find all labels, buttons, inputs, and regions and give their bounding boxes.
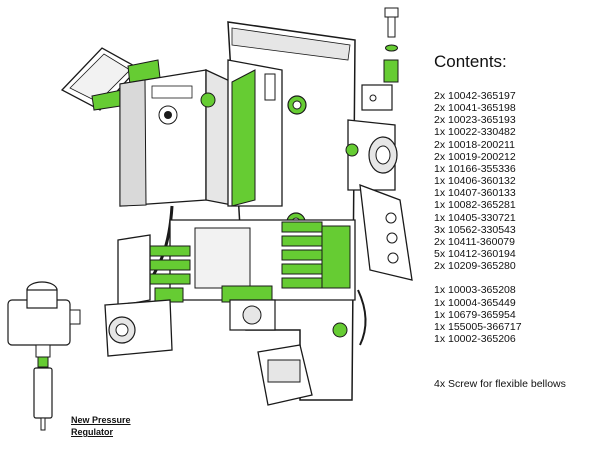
part-item: 2x 10209-365280 [434, 260, 516, 273]
part-item: 1x 10004-365449 [434, 296, 516, 309]
part-item: 1x 10082-365281 [434, 199, 516, 212]
part-item: 2x 10041-365198 [434, 102, 516, 115]
part-item: 1x 10022-330482 [434, 126, 516, 139]
part-item: 2x 10023-365193 [434, 114, 516, 127]
top-bolt [383, 7, 399, 83]
bottom-connector [229, 289, 367, 406]
part-item: 2x 10042-365197 [434, 90, 516, 102]
left-valve-block [119, 59, 283, 207]
part-item: 1x 155005-366717 [434, 320, 522, 333]
contents-title: Contents: [434, 52, 507, 71]
part-item: 2x 10018-200211 [434, 138, 515, 151]
valve-manifold [117, 219, 356, 307]
new-pressure-regulator-label: New Pressure Regulator [71, 414, 131, 438]
part-item: 1x 10003-365208 [434, 284, 516, 297]
bellows-screw-note: 4x Screw for flexible bellows [434, 378, 566, 390]
part-item: 1x 10407-360133 [434, 187, 516, 200]
left-plug [104, 299, 173, 357]
part-item: 1x 10406-360132 [434, 175, 516, 188]
part-item: 2x 10411-360079 [434, 235, 515, 248]
regulator-label-line2: Regulator [71, 427, 114, 437]
regulator-label-line1: New Pressure [71, 415, 131, 425]
part-item: 1x 10166-355336 [434, 162, 516, 175]
part-item: 3x 10562-330543 [434, 223, 516, 236]
part-item: 5x 10412-360194 [434, 248, 516, 261]
part-item: 1x 10405-330721 [434, 211, 516, 224]
mounting-plate-shade [231, 27, 351, 61]
part-item: 1x 10002-365206 [434, 332, 516, 345]
pressure-regulator [7, 281, 81, 431]
part-item: 1x 10679-365954 [434, 308, 516, 321]
part-item: 2x 10019-200212 [434, 150, 516, 163]
